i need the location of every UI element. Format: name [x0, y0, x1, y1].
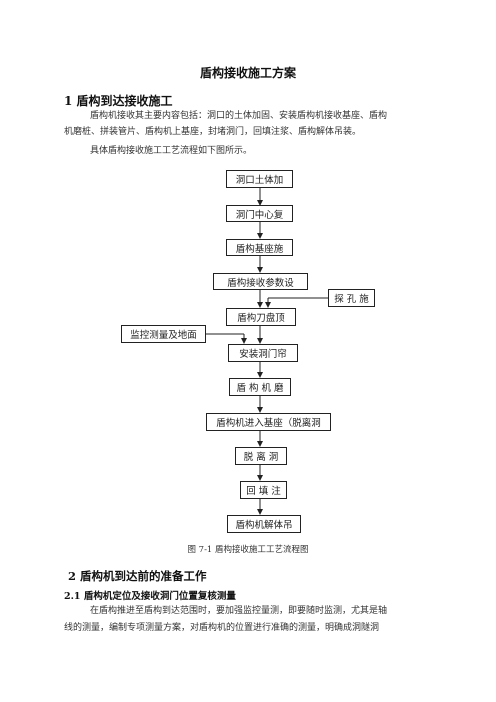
- flow-step-8: 盾构机进入基座（脱离洞: [206, 413, 331, 431]
- flow-step-9: 脱 离 洞: [235, 447, 287, 465]
- flow-step-11: 盾构机解体吊: [227, 515, 301, 533]
- flow-step-3: 盾构基座施: [226, 239, 293, 256]
- flow-step-1: 洞口土体加: [226, 170, 293, 188]
- figure-caption: 图 7-1 盾构接收施工工艺流程图: [187, 545, 309, 555]
- flow-step-2: 洞门中心复: [226, 205, 293, 222]
- document-title: 盾构接收施工方案: [199, 66, 296, 80]
- section-2-heading: 2 盾构机到达前的准备工作: [68, 569, 207, 583]
- flow-side-right-box: 探 孔 施: [328, 289, 375, 307]
- section-2-para-1-line-1: 在盾构推进至盾构到达范围时，要加强监控量测，即要随时监测，尤其是轴: [90, 606, 388, 616]
- flow-step-4: 盾构接收参数设: [213, 273, 308, 290]
- flow-step-7: 盾 构 机 磨: [229, 378, 291, 396]
- flow-step-10: 回 填 注: [240, 481, 287, 499]
- section-1-para-1-line-1: 盾构机接收其主要内容包括：洞口的土体加固、安装盾构机接收基座、盾构: [90, 111, 388, 121]
- flow-step-5: 盾构刀盘顶: [226, 308, 296, 326]
- section-1-para-1-line-2: 机磨桩、拼装管片、盾构机上基座，封堵洞门，回填注浆、盾构解体吊装。: [64, 127, 362, 137]
- section-2-1-heading: 2.1 盾构机定位及接收洞门位置复核测量: [64, 591, 236, 602]
- flow-step-6: 安装洞门帘: [228, 344, 298, 362]
- section-1-para-2: 具体盾构接收施工工艺流程如下图所示。: [90, 146, 253, 156]
- section-2-para-1-line-2: 线的测量，编制专项测量方案，对盾构机的位置进行准确的测量，明确成洞隧洞: [64, 623, 380, 633]
- flow-side-left-box: 监控测量及地面: [121, 325, 206, 343]
- section-1-heading: 1 盾构到达接收施工: [64, 94, 173, 108]
